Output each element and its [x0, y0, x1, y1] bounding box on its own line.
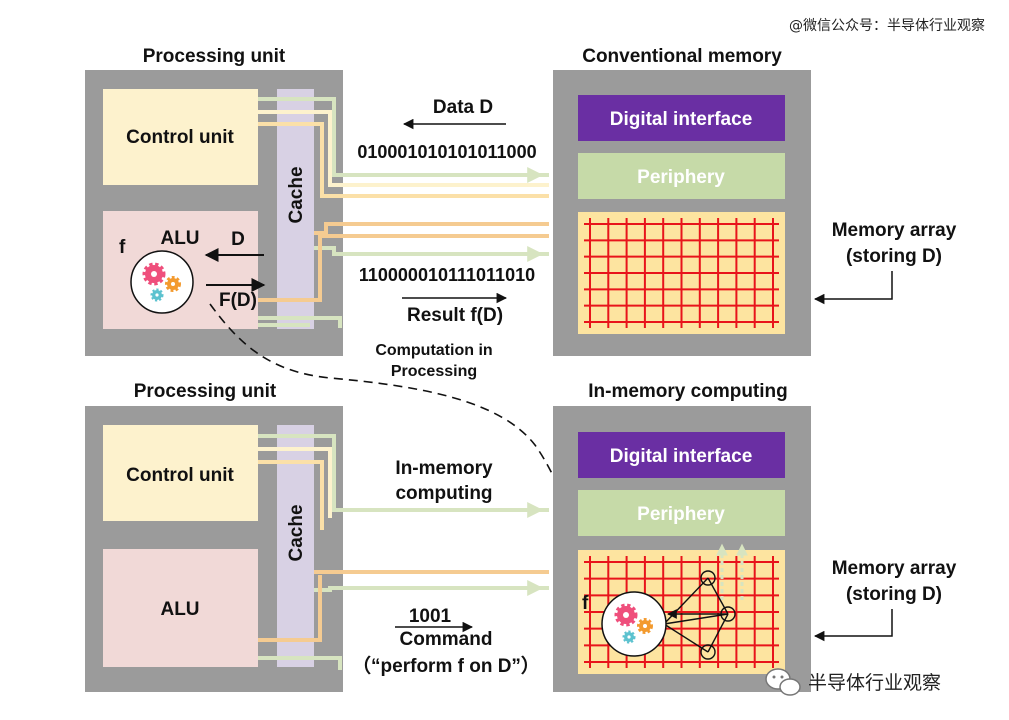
top-processing-title: Processing unit	[143, 46, 286, 67]
wechat-watermark: 半导体行业观察	[765, 668, 941, 696]
bottom-alu	[103, 549, 258, 667]
bottom-control-unit-label: Control unit	[126, 465, 234, 486]
bottom-memory-unit: Digital interface Periphery	[553, 406, 811, 692]
top-processing-unit: Control unit Cache	[85, 70, 343, 356]
top-result-bits: 110000010111011010	[359, 265, 535, 285]
bottom-cache-label: Cache	[286, 504, 307, 561]
bottom-array-cell-1	[700, 570, 716, 586]
top-control-unit	[103, 89, 258, 185]
bottom-array-cell-3	[700, 644, 716, 660]
watermark-bottom: 半导体行业观察	[808, 672, 941, 694]
bottom-alu-label: ALU	[160, 599, 199, 620]
top-digital-interface-label: Digital interface	[610, 109, 753, 130]
wechat-logo-icon	[765, 668, 801, 696]
bottom-digital-interface-label: Digital interface	[610, 446, 753, 467]
top-cache	[277, 89, 314, 329]
top-digital-interface	[578, 95, 785, 141]
bottom-processing-unit: Control unit ALU Cache	[85, 406, 343, 692]
top-data-label: Data D	[433, 97, 493, 118]
bottom-digital-interface	[578, 432, 785, 478]
top-alu-label: ALU	[160, 228, 199, 249]
bottom-imc-label-line1: In-memory	[395, 458, 493, 479]
top-memory-array-label-line1: Memory array	[832, 220, 957, 241]
bottom-processing-title: Processing unit	[134, 381, 277, 402]
bottom-memory-title: In-memory computing	[588, 381, 788, 402]
bottom-gear-icon	[601, 591, 667, 657]
bottom-periphery	[578, 490, 785, 536]
bottom-memory-array-label-line2: (storing D)	[846, 584, 942, 605]
bottom-cmd-bits: 1001	[409, 606, 452, 627]
top-fd-label: F(D)	[219, 290, 257, 311]
computation-dashed-path	[209, 303, 602, 592]
top-gear-icon	[130, 250, 194, 314]
bottom-array-cell-2	[720, 606, 736, 622]
computation-label-line1: Computation in	[375, 342, 492, 359]
bottom-cache	[277, 425, 314, 667]
top-data-bits: 010001010101011000	[357, 142, 536, 162]
top-cache-label: Cache	[286, 166, 307, 223]
bottom-memory-array-pointer	[813, 609, 893, 642]
top-f-label: f	[119, 237, 126, 258]
top-control-unit-label: Control unit	[126, 127, 234, 148]
top-memory-title: Conventional memory	[582, 46, 782, 67]
bottom-f-label: f	[582, 593, 589, 614]
top-memory-array-label-line2: (storing D)	[846, 246, 942, 267]
top-memory-array-pointer	[813, 271, 893, 305]
watermark-top: @微信公众号：半导体行业观察	[789, 17, 985, 34]
bottom-control-unit	[103, 425, 258, 521]
top-memory-array-grid	[584, 218, 779, 328]
bottom-cmd-desc: （“perform f on D”）	[352, 654, 540, 677]
bottom-memory-array-label-line1: Memory array	[832, 558, 957, 579]
bottom-periphery-label: Periphery	[637, 504, 725, 525]
computation-label-line2: Processing	[391, 363, 477, 380]
top-memory-unit: Digital interface Periphery	[553, 70, 811, 356]
bottom-imc-label-line2: computing	[395, 483, 492, 504]
top-d-label: D	[231, 229, 245, 250]
top-periphery	[578, 153, 785, 199]
bottom-cmd-label: Command	[400, 629, 493, 650]
top-periphery-label: Periphery	[637, 167, 725, 188]
top-result-label: Result f(D)	[407, 305, 503, 326]
